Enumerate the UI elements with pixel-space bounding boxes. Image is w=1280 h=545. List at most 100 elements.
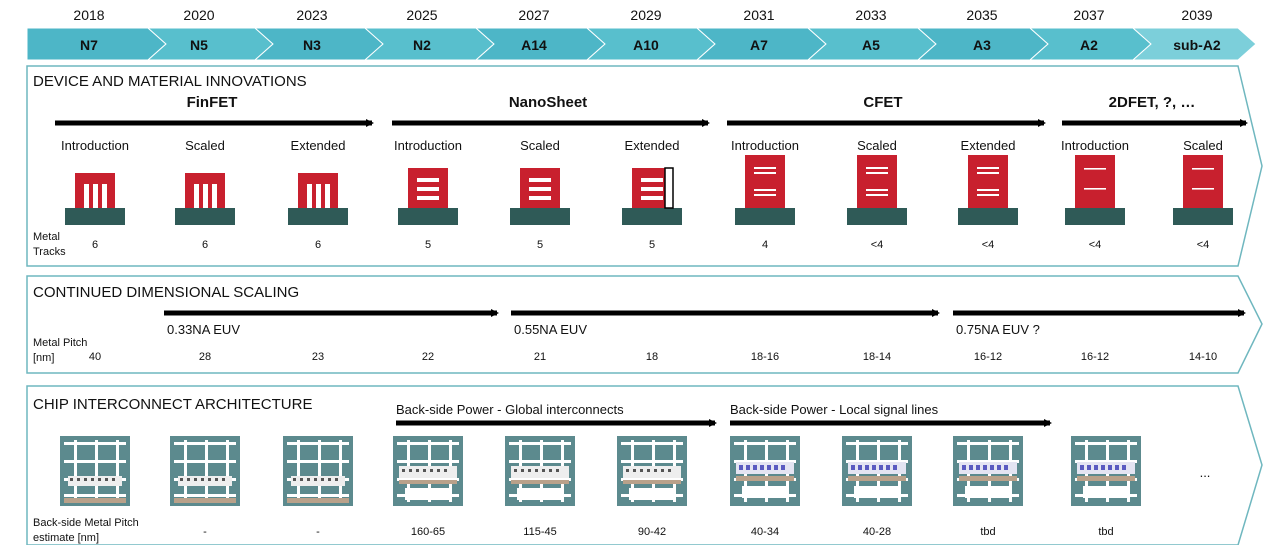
year-label: 2018 [73, 7, 104, 23]
year-label: 2035 [966, 7, 997, 23]
interconnect-chip-icon [393, 436, 463, 506]
interconnect-chips [60, 436, 1141, 506]
interconnect-section: CHIP INTERCONNECT ARCHITECTURE Back-side… [26, 385, 1263, 545]
year-label: 2020 [183, 7, 214, 23]
interconnect-chip-icon [953, 436, 1023, 506]
metal-pitch-value: 21 [534, 351, 546, 363]
interconnect-chip-icon [842, 436, 912, 506]
metal-tracks-label-2: Tracks [33, 246, 66, 258]
device-stage-label: Introduction [394, 138, 462, 153]
timeline-chevron [146, 27, 274, 61]
metal-tracks-value: <4 [871, 239, 884, 251]
device-icon [510, 168, 570, 225]
device-icon [398, 168, 458, 225]
interconnect-ellipsis: ... [1200, 465, 1211, 480]
metal-tracks-value: 6 [202, 239, 208, 251]
node-label: A14 [521, 37, 547, 53]
interconnect-chip-icon [60, 436, 130, 506]
scaling-section-border [26, 275, 1263, 374]
bs-pitch-value: 40-34 [751, 526, 779, 538]
metal-pitch-value: 28 [199, 351, 211, 363]
year-label: 2027 [518, 7, 549, 23]
device-stage-label: Scaled [520, 138, 560, 153]
device-icons [65, 155, 1233, 225]
year-label: 2029 [630, 7, 661, 23]
device-stage-label: Introduction [61, 138, 129, 153]
device-stage-label: Introduction [731, 138, 799, 153]
metal-pitch-value: 23 [312, 351, 324, 363]
metal-pitch-label-2: [nm] [33, 352, 54, 364]
device-icon [65, 173, 125, 225]
device-icon [622, 167, 682, 225]
bsp-global-label: Back-side Power - Global interconnects [396, 402, 624, 417]
device-group-label: FinFET [187, 94, 238, 111]
bs-pitch-value: tbd [1098, 526, 1113, 538]
bs-pitch-value: 115-45 [523, 526, 556, 538]
interconnect-chip-icon [1071, 436, 1141, 506]
device-icon [958, 155, 1018, 225]
interconnect-chip-icon [730, 436, 800, 506]
bs-pitch-label-1: Back-side Metal Pitch [33, 517, 139, 529]
metal-pitch-label-1: Metal Pitch [33, 337, 87, 349]
bs-pitch-value: 40-28 [863, 526, 891, 538]
bs-pitch-value: tbd [980, 526, 995, 538]
metal-tracks-value: 5 [425, 239, 431, 251]
interconnect-chip-icon [283, 436, 353, 506]
node-label: A10 [633, 37, 659, 53]
device-icon [1173, 155, 1233, 225]
device-icon [847, 155, 907, 225]
device-stage-label: Extended [961, 138, 1016, 153]
device-icon [1065, 155, 1125, 225]
device-icon [288, 173, 348, 225]
metal-tracks-value: <4 [1089, 239, 1102, 251]
node-label: N7 [80, 37, 98, 53]
year-label: 2033 [855, 7, 886, 23]
metal-tracks-label-1: Metal [33, 231, 60, 243]
metal-tracks-value: 6 [92, 239, 98, 251]
metal-tracks-value: 5 [649, 239, 655, 251]
node-label: N5 [190, 37, 208, 53]
metal-pitch-value: 22 [422, 351, 434, 363]
metal-tracks-value: <4 [1197, 239, 1210, 251]
device-section: DEVICE AND MATERIAL INNOVATIONS FinFET Na… [26, 65, 1263, 267]
device-stage-label: Extended [625, 138, 680, 153]
device-stage-label: Extended [291, 138, 346, 153]
node-label: N2 [413, 37, 431, 53]
device-stage-label: Scaled [1183, 138, 1223, 153]
node-label: sub-A2 [1173, 37, 1221, 53]
device-group-label: CFET [863, 94, 902, 111]
metal-tracks-value: 5 [537, 239, 543, 251]
device-stage-label: Scaled [857, 138, 897, 153]
device-icon [175, 173, 235, 225]
bs-pitch-value: - [203, 526, 207, 538]
device-group-label: NanoSheet [509, 94, 587, 111]
scaling-section: CONTINUED DIMENSIONAL SCALING 0.33NA EUV… [26, 275, 1263, 374]
metal-tracks-value: <4 [982, 239, 995, 251]
year-label: 2039 [1181, 7, 1212, 23]
device-groups: FinFET NanoSheet CFET 2DFET, ?, … [55, 94, 1248, 127]
metal-pitch-value: 18 [646, 351, 658, 363]
node-label: A3 [973, 37, 991, 53]
interconnect-chip-icon [505, 436, 575, 506]
bs-pitch-value: 160-65 [411, 526, 445, 538]
device-stages: Introduction Scaled Extended Introduction Sc… [61, 138, 1223, 153]
bsp-local-label: Back-side Power - Local signal lines [730, 402, 939, 417]
year-label: 2023 [296, 7, 327, 23]
interconnect-chip-icon [170, 436, 240, 506]
device-section-title: DEVICE AND MATERIAL INNOVATIONS [33, 73, 307, 90]
bs-pitch-label-2: estimate [nm] [33, 532, 99, 544]
node-label: A5 [862, 37, 880, 53]
year-label: 2031 [743, 7, 774, 23]
metal-pitch-value: 18-14 [863, 351, 891, 363]
node-label: A7 [750, 37, 768, 53]
device-group-label: 2DFET, ?, … [1109, 94, 1196, 111]
year-label: 2037 [1073, 7, 1104, 23]
euv033-label: 0.33NA EUV [167, 322, 240, 337]
node-label: N3 [303, 37, 321, 53]
